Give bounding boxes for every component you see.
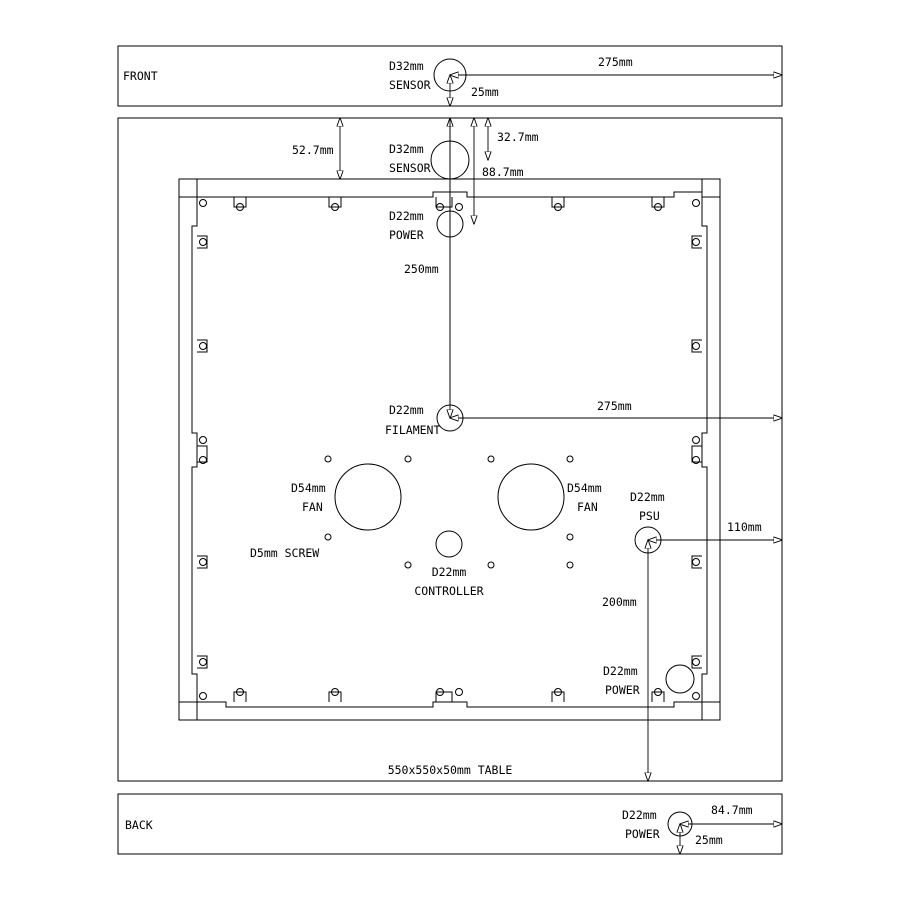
controller-hole <box>435 530 463 558</box>
fan-right-hole <box>497 463 565 531</box>
front-sensor-name: SENSOR <box>389 78 431 92</box>
fan-left-size: D54mm <box>291 481 326 495</box>
bottom-power-hole <box>665 664 695 694</box>
back-label: BACK <box>125 818 153 832</box>
filament-name: FILAMENT <box>385 423 440 437</box>
fan-screw-holes <box>324 455 574 569</box>
back-view: BACK D22mm POWER 84.7mm 25mm <box>117 793 783 855</box>
fan-right-size: D54mm <box>567 481 602 495</box>
front-dim-275-label: 275mm <box>598 55 633 69</box>
dim-200-label: 200mm <box>602 595 637 609</box>
dim-110-label: 110mm <box>727 520 762 534</box>
top-power-size: D22mm <box>389 209 424 223</box>
controller-size: D22mm <box>432 565 467 579</box>
controller-name: CONTROLLER <box>414 584 483 598</box>
back-power-size: D22mm <box>622 808 657 822</box>
bottom-power-name: POWER <box>605 683 640 697</box>
bottom-power-size: D22mm <box>603 664 638 678</box>
table-view: 550x550x50mm TABLE <box>117 117 783 782</box>
back-power-name: POWER <box>625 827 660 841</box>
back-dim-84-7-label: 84.7mm <box>711 803 753 817</box>
screw-label: D5mm SCREW <box>250 546 319 560</box>
top-sensor-name: SENSOR <box>389 161 431 175</box>
front-sensor-size: D32mm <box>389 59 424 73</box>
psu-size: D22mm <box>630 490 665 504</box>
dim-275-label: 275mm <box>597 399 632 413</box>
fan-left-name: FAN <box>302 500 323 514</box>
front-dim-25-label: 25mm <box>471 85 499 99</box>
dim-88-7-label: 88.7mm <box>482 165 524 179</box>
filament-size: D22mm <box>389 403 424 417</box>
psu-name: PSU <box>639 509 660 523</box>
enclosure-plate <box>178 178 721 721</box>
table-label: 550x550x50mm TABLE <box>388 763 513 777</box>
front-view: FRONT D32mm SENSOR 275mm 25mm <box>117 45 783 107</box>
top-sensor-size: D32mm <box>389 142 424 156</box>
dim-52-7-label: 52.7mm <box>292 143 334 157</box>
fan-left-hole <box>334 463 402 531</box>
back-dim-25-label: 25mm <box>695 833 723 847</box>
dim-32-7-label: 32.7mm <box>497 130 539 144</box>
dim-250-label: 250mm <box>404 262 439 276</box>
plate-edge-notches <box>197 197 702 702</box>
top-power-name: POWER <box>389 228 424 242</box>
front-label: FRONT <box>123 69 158 83</box>
plate-corner-lines <box>179 179 720 720</box>
plate-screw-holes <box>199 199 700 700</box>
plate-outer <box>178 178 721 721</box>
fan-right-name: FAN <box>577 500 598 514</box>
plate-inner-slots <box>191 191 708 708</box>
